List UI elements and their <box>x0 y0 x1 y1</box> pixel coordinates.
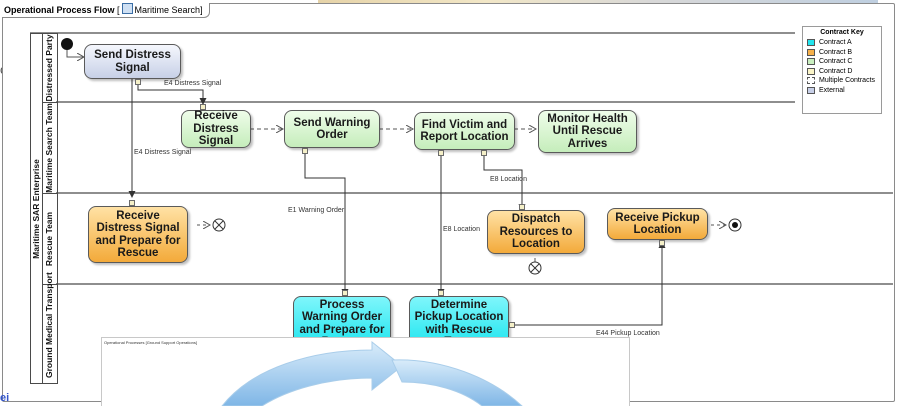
legend-swatch <box>807 67 815 75</box>
overlay-tab-label: Operational Processes <box>104 340 145 345</box>
legend-swatch <box>807 58 815 66</box>
legend-item-label: Contract D <box>819 67 853 75</box>
node-receive-distress-signal[interactable]: Receive Distress Signal <box>181 110 251 148</box>
diagram-name: Maritime Search <box>134 5 201 15</box>
initial-node <box>61 38 73 50</box>
lane-header-medical <box>42 284 58 384</box>
edge-label-e4-top: E4 Distress Signal <box>164 80 222 87</box>
legend-swatch <box>807 48 815 56</box>
node-send-distress-signal[interactable]: Send Distress Signal <box>84 44 181 79</box>
legend-item-label: Contract B <box>819 48 853 56</box>
legend-item: Multiple Contracts <box>803 76 881 86</box>
node-dispatch-resources[interactable]: Dispatch Resources to Location <box>487 210 585 254</box>
edge-label-e1: E1 Warning Order <box>288 207 345 214</box>
legend-item: Contract B <box>803 48 881 58</box>
output-pin <box>438 150 444 156</box>
edge-label-e8-top: E8 Location <box>490 176 527 183</box>
overlay-tab: Operational Processes [Ground Support Op… <box>104 340 197 345</box>
diagram-icon <box>121 3 133 14</box>
diagram-type-label: Operational Process Flow <box>4 5 115 15</box>
legend-title: Contract Key <box>820 29 864 36</box>
input-pin <box>200 104 206 110</box>
cycle-arrows-graphic <box>221 340 523 406</box>
legend-item-label: Multiple Contracts <box>819 77 876 85</box>
legend-item: Contract A <box>803 38 881 48</box>
node-receive-and-prepare[interactable]: Receive Distress Signal and Prepare for … <box>88 206 188 263</box>
edge-label-e8-mid: E8 Location <box>443 226 480 233</box>
edge-label-e4-left: E4 Distress Signal <box>134 149 192 156</box>
input-pin <box>342 290 348 296</box>
input-pin <box>129 200 135 206</box>
output-pin <box>509 322 515 328</box>
legend-swatch <box>807 86 815 94</box>
overlay-tab-name: Ground Support Operations <box>146 340 196 345</box>
output-pin <box>135 79 141 85</box>
flow-final-1 <box>212 218 226 232</box>
legend-item: Contract C <box>803 57 881 67</box>
legend-item-label: Contract A <box>819 39 852 47</box>
input-pin <box>519 204 525 210</box>
diagram-tab[interactable]: Operational Process Flow [Maritime Searc… <box>2 3 210 18</box>
legend-item: External <box>803 86 881 96</box>
background-text-fragment: ei <box>0 392 10 404</box>
node-receive-pickup-location[interactable]: Receive Pickup Location <box>607 208 708 240</box>
node-monitor-health[interactable]: Monitor Health Until Rescue Arrives <box>538 110 637 153</box>
legend-item-label: External <box>819 86 845 94</box>
legend-item: Contract D <box>803 67 881 77</box>
input-pin <box>659 240 665 246</box>
legend-item-label: Contract C <box>819 58 853 66</box>
node-find-victim[interactable]: Find Victim and Report Location <box>414 112 515 150</box>
output-pin <box>302 148 308 154</box>
legend-swatch <box>807 39 815 47</box>
legend-swatch <box>807 77 815 85</box>
output-pin <box>481 150 487 156</box>
node-send-warning-order[interactable]: Send Warning Order <box>284 110 380 148</box>
edge-label-e44: E44 Pickup Location <box>596 330 660 337</box>
input-pin <box>438 290 444 296</box>
activity-final <box>728 218 742 232</box>
flow-final-2 <box>528 261 542 275</box>
top-window-strip <box>318 0 878 3</box>
overlay-window[interactable]: Operational Processes [Ground Support Op… <box>101 337 630 406</box>
contract-key-legend: Contract Key Contract A Contract B Contr… <box>802 26 882 114</box>
